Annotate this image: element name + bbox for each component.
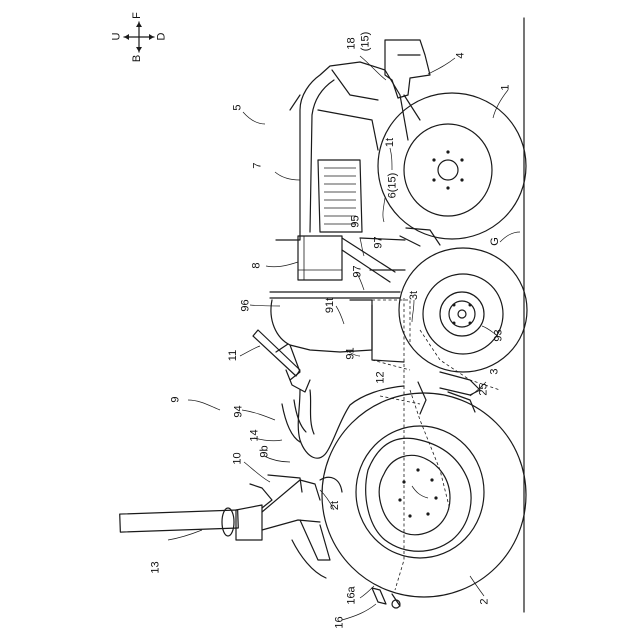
compass-back-label: B <box>132 55 143 62</box>
ref-93: 93 <box>494 329 505 341</box>
ref-2t: 2t <box>330 501 341 510</box>
ref-10: 10 <box>233 452 244 464</box>
compass-up-label: U <box>111 33 122 41</box>
ref-18: 18 <box>347 37 358 49</box>
ref-97-upper: 97 <box>374 236 385 248</box>
engine-hood <box>276 62 408 240</box>
frame-members <box>270 238 405 298</box>
ref-11: 11 <box>228 350 239 361</box>
ref-6: 6(15) <box>387 173 398 199</box>
leader-lines <box>168 56 520 620</box>
ref-25: 25 <box>479 383 490 395</box>
rear-hitch <box>120 475 400 608</box>
ref-1: 1 <box>501 84 512 90</box>
step-box-8 <box>298 236 342 280</box>
compass-down-label: D <box>156 33 167 41</box>
ref-5: 5 <box>233 104 244 110</box>
ref-97-lower: 97 <box>353 265 364 277</box>
large-wheel-1 <box>378 93 526 239</box>
ref-18-paren: (15) <box>360 32 371 52</box>
ref-9: 9 <box>171 396 182 402</box>
ref-7: 7 <box>253 162 264 168</box>
direction-compass <box>124 22 154 52</box>
ref-96: 96 <box>241 299 252 311</box>
ref-12: 12 <box>376 371 387 383</box>
ref-2: 2 <box>480 598 491 604</box>
ref-8: 8 <box>252 262 263 268</box>
ref-16: 16 <box>335 616 346 628</box>
compass-forward-label: F <box>132 12 143 19</box>
ref-91t: 91t <box>325 298 336 313</box>
ref-3: 3 <box>490 368 501 374</box>
rear-wheel-2 <box>322 393 526 597</box>
ref-1t: 1t <box>385 138 396 147</box>
hidden-lines <box>372 298 500 590</box>
front-wheel <box>399 248 527 372</box>
ref-13: 13 <box>151 561 162 573</box>
ref-14: 14 <box>250 429 261 441</box>
ref-9b: 9b <box>260 445 271 457</box>
ref-16a: 16a <box>347 586 358 604</box>
ref-95: 95 <box>351 215 362 227</box>
ref-91: 91 <box>346 347 357 359</box>
ref-4: 4 <box>456 52 467 58</box>
ref-G: G <box>490 237 501 246</box>
ref-3t: 3t <box>409 291 420 300</box>
ref-94: 94 <box>234 405 245 417</box>
